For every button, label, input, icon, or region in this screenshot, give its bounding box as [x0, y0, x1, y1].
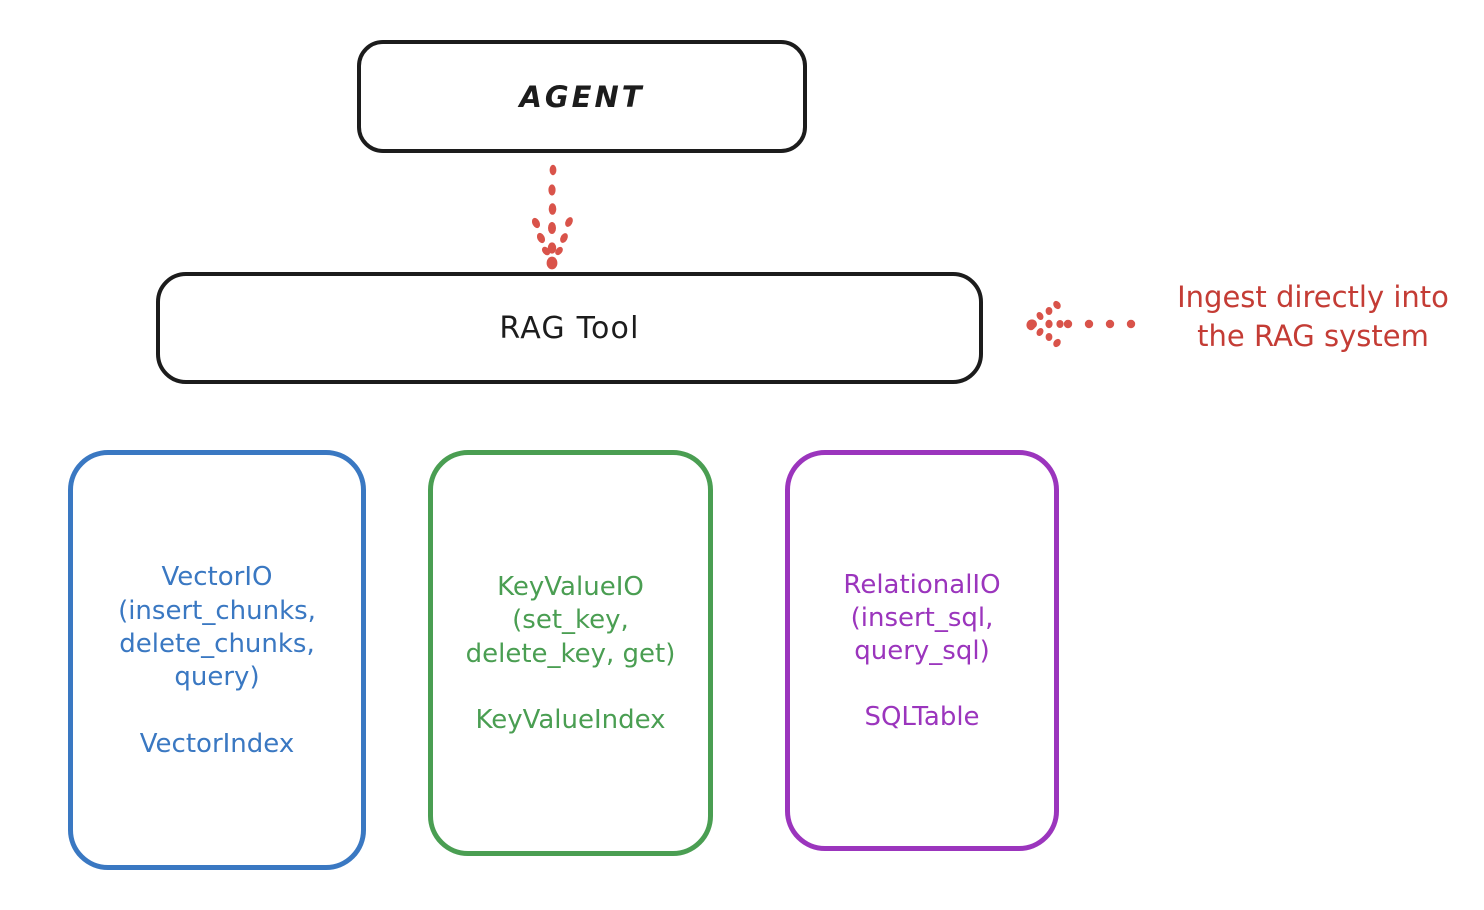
- agent-to-rag-arrow: [531, 164, 573, 270]
- node-rag-tool[interactable]: RAG Tool: [156, 272, 983, 384]
- node-keyvalue-io-api: KeyValueIO (set_key, delete_key, get): [465, 572, 676, 669]
- annotation-ingest-note: Ingest directly into the RAG system: [1177, 280, 1449, 354]
- node-vector-io[interactable]: VectorIO (insert_chunks, delete_chunks, …: [68, 450, 366, 870]
- node-agent-label: AGENT: [519, 79, 645, 114]
- node-vector-io-content: VectorIO (insert_chunks, delete_chunks, …: [73, 561, 361, 758]
- annotation-to-rag-arrow: [1026, 300, 1136, 348]
- node-keyvalue-io[interactable]: KeyValueIO (set_key, delete_key, get) Ke…: [428, 450, 713, 856]
- node-relational-io[interactable]: RelationalIO (insert_sql, query_sql) SQL…: [785, 450, 1059, 851]
- node-relational-io-content: RelationalIO (insert_sql, query_sql) SQL…: [790, 569, 1054, 733]
- node-rag-tool-label: RAG Tool: [499, 310, 640, 346]
- node-vector-io-api: VectorIO (insert_chunks, delete_chunks, …: [118, 562, 316, 693]
- node-keyvalue-io-content: KeyValueIO (set_key, delete_key, get) Ke…: [433, 571, 708, 735]
- node-keyvalue-io-index: KeyValueIndex: [475, 704, 666, 735]
- node-vector-io-index: VectorIndex: [139, 728, 295, 759]
- node-relational-io-index: SQLTable: [864, 702, 980, 733]
- node-relational-io-api: RelationalIO (insert_sql, query_sql): [843, 569, 1001, 667]
- node-agent[interactable]: AGENT: [357, 40, 807, 153]
